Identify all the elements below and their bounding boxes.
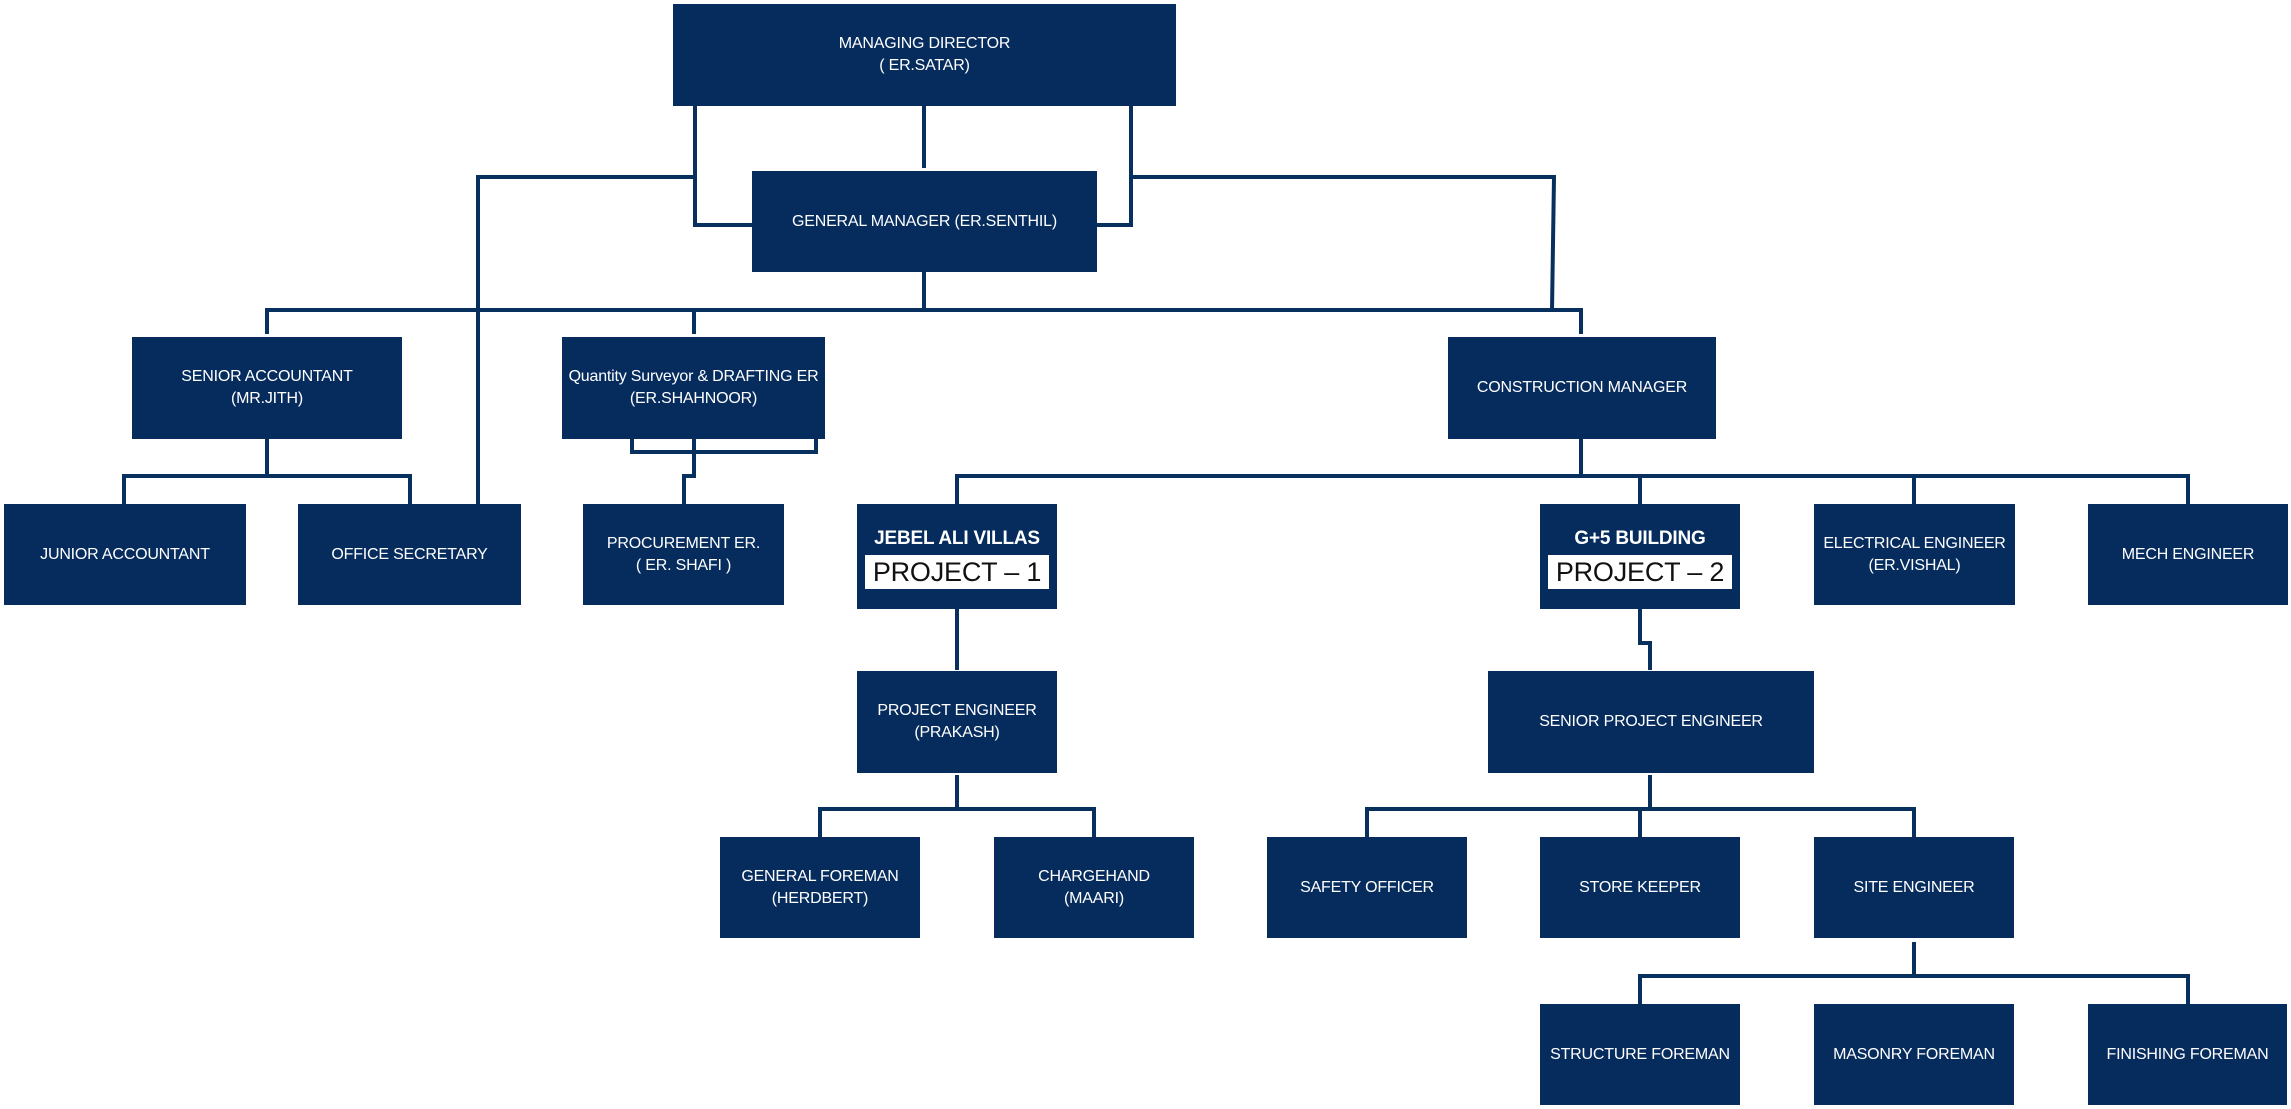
- quantity-surveyor-title: Quantity Surveyor & DRAFTING ER: [568, 368, 819, 385]
- finishing-foreman-box[interactable]: FINISHING FOREMAN: [2088, 1004, 2287, 1105]
- general-foreman-title: GENERAL FOREMAN: [741, 867, 899, 885]
- chargehand-name: (MAARI): [1064, 889, 1124, 907]
- general-manager-box[interactable]: GENERAL MANAGER (ER.SENTHIL): [752, 171, 1097, 272]
- masonry-foreman-title: MASONRY FOREMAN: [1833, 1045, 1995, 1063]
- general-manager-title: GENERAL MANAGER (ER.SENTHIL): [792, 212, 1057, 230]
- general-foreman-name: (HERDBERT): [771, 889, 869, 907]
- project-1-box[interactable]: JEBEL ALI VILLAS PROJECT – 1: [857, 504, 1057, 609]
- structure-foreman-box[interactable]: STRUCTURE FOREMAN: [1540, 1004, 1740, 1105]
- senior-project-engineer-box[interactable]: SENIOR PROJECT ENGINEER: [1488, 671, 1814, 773]
- safety-officer-box[interactable]: SAFETY OFFICER: [1267, 837, 1467, 938]
- office-secretary-title: OFFICE SECRETARY: [331, 545, 488, 563]
- project-engineer-title: PROJECT ENGINEER: [877, 702, 1037, 719]
- connector-project-2-down: [1638, 609, 1652, 670]
- senior-accountant-box[interactable]: SENIOR ACCOUNTANT (MR.JITH): [132, 337, 402, 439]
- connector-quantity-surveyor-bracket: [630, 439, 818, 454]
- electrical-engineer-box[interactable]: ELECTRICAL ENGINEER (ER.VISHAL): [1814, 504, 2015, 605]
- project-1-title: JEBEL ALI VILLAS: [874, 527, 1040, 549]
- connector-md-to-office-secretary: [476, 175, 695, 504]
- safety-officer-title: SAFETY OFFICER: [1300, 878, 1434, 896]
- managing-director-name: ( ER.SATAR): [879, 57, 970, 74]
- masonry-foreman-box[interactable]: MASONRY FOREMAN: [1814, 1004, 2014, 1105]
- procurement-engineer-title: PROCUREMENT ER.: [606, 534, 761, 552]
- chargehand-title: CHARGEHAND: [1038, 867, 1150, 885]
- connector-project-engineer-bus: [818, 807, 1096, 837]
- construction-manager-title: CONSTRUCTION MANAGER: [1476, 379, 1688, 396]
- quantity-surveyor-name: (ER.SHAHNOOR): [629, 390, 758, 407]
- site-engineer-box[interactable]: SITE ENGINEER: [1814, 837, 2014, 938]
- connector-gm-level3-bus: [265, 308, 1583, 334]
- connector-quantity-surveyor-to-procurement: [682, 439, 696, 504]
- store-keeper-box[interactable]: STORE KEEPER: [1540, 837, 1740, 938]
- quantity-surveyor-box[interactable]: Quantity Surveyor & DRAFTING ER (ER.SHAH…: [562, 337, 825, 439]
- junior-accountant-title: JUNIOR ACCOUNTANT: [40, 545, 210, 563]
- electrical-engineer-name: (ER.VISHAL): [1868, 556, 1961, 574]
- connector-site-engineer-bus: [1638, 974, 2190, 1004]
- managing-director-box[interactable]: MANAGING DIRECTOR ( ER.SATAR): [673, 4, 1176, 106]
- office-secretary-box[interactable]: OFFICE SECRETARY: [298, 504, 521, 605]
- managing-director-title: MANAGING DIRECTOR: [838, 35, 1011, 52]
- electrical-engineer-title: ELECTRICAL ENGINEER: [1823, 534, 2006, 552]
- project-2-box[interactable]: G+5 BUILDING PROJECT – 2: [1540, 504, 1740, 609]
- procurement-engineer-name: ( ER. SHAFI ): [635, 556, 732, 574]
- junior-accountant-box[interactable]: JUNIOR ACCOUNTANT: [4, 504, 246, 605]
- senior-accountant-title: SENIOR ACCOUNTANT: [181, 368, 353, 385]
- project-1-tag: PROJECT – 1: [864, 554, 1050, 589]
- procurement-engineer-box[interactable]: PROCUREMENT ER. ( ER. SHAFI ): [583, 504, 784, 605]
- chargehand-box[interactable]: CHARGEHAND (MAARI): [994, 837, 1194, 938]
- general-foreman-box[interactable]: GENERAL FOREMAN (HERDBERT): [720, 837, 920, 938]
- connector-md-right-bracket: [1097, 106, 1133, 227]
- project-2-tag: PROJECT – 2: [1547, 554, 1733, 589]
- mech-engineer-box[interactable]: MECH ENGINEER: [2088, 504, 2288, 605]
- mech-engineer-title: MECH ENGINEER: [2121, 545, 2255, 563]
- senior-accountant-name: (MR.JITH): [231, 390, 303, 407]
- connector-md-left-bracket: [693, 106, 752, 227]
- construction-manager-box[interactable]: CONSTRUCTION MANAGER: [1448, 337, 1716, 439]
- connector-senior-accountant-bus: [122, 474, 412, 504]
- project-2-title: G+5 BUILDING: [1574, 527, 1706, 549]
- senior-project-engineer-title: SENIOR PROJECT ENGINEER: [1539, 713, 1763, 730]
- connector-construction-manager-bus: [955, 474, 2190, 504]
- project-engineer-name: (PRAKASH): [914, 724, 1000, 741]
- finishing-foreman-title: FINISHING FOREMAN: [2106, 1045, 2269, 1063]
- store-keeper-title: STORE KEEPER: [1579, 878, 1701, 896]
- connector-md-to-construction-manager: [1131, 175, 1557, 311]
- site-engineer-title: SITE ENGINEER: [1853, 878, 1975, 896]
- structure-foreman-title: STRUCTURE FOREMAN: [1550, 1045, 1730, 1063]
- project-engineer-box[interactable]: PROJECT ENGINEER (PRAKASH): [857, 671, 1057, 773]
